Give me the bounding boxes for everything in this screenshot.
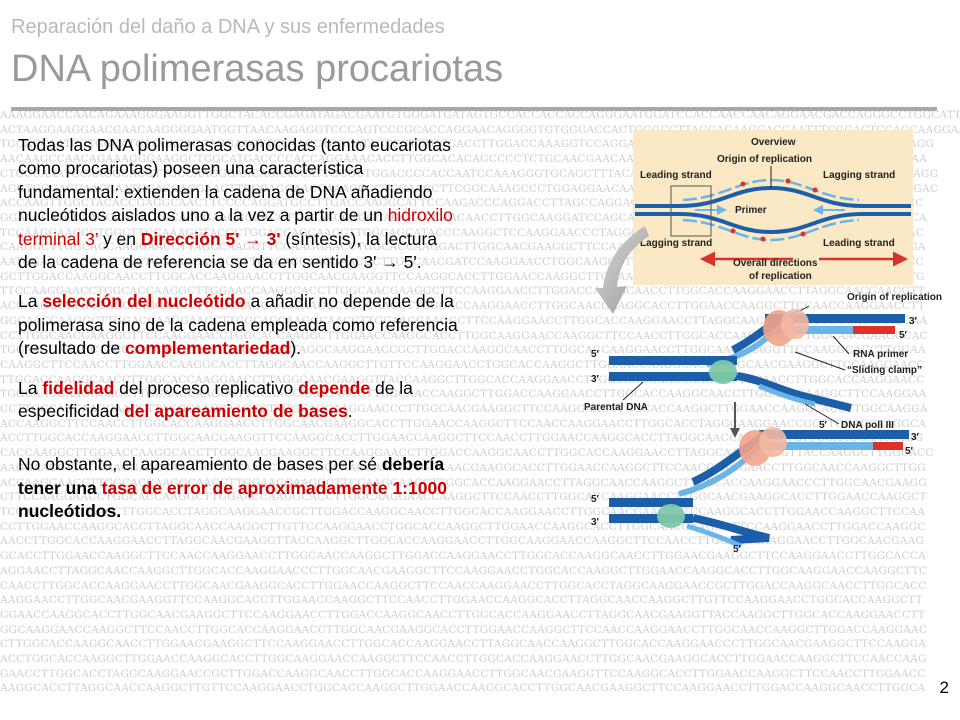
fork2-top-parental-strand xyxy=(759,430,909,439)
fork2-arm-lower-new xyxy=(686,523,743,549)
fork-top-parental-strand xyxy=(765,314,905,323)
primer-dot xyxy=(800,231,806,237)
title-divider xyxy=(11,107,937,111)
prime-5-label-2: 5′ xyxy=(905,446,914,457)
bubble-bottom-strand xyxy=(635,212,911,235)
highlight-complementarity: complementariedad xyxy=(125,338,291,359)
highlight-should: debería xyxy=(381,454,445,475)
parental-dna-top-2 xyxy=(609,498,693,507)
rna-primer-segment xyxy=(853,326,895,334)
paragraph-3: La fidelidad del proceso replicativo dep… xyxy=(18,377,413,422)
prime-3-label-2: 3′ xyxy=(911,432,920,443)
dna-polymerase-shape-2 xyxy=(759,427,787,457)
directions-label-line2: of replication xyxy=(749,271,812,282)
rna-primer-label: RNA primer xyxy=(853,349,908,360)
rna-primer-segment-2 xyxy=(873,442,903,450)
primer-label: Primer xyxy=(735,205,767,216)
zoom-box xyxy=(670,185,712,237)
paragraph-4: No obstante, el apareamiento de bases pe… xyxy=(18,454,447,522)
page-number: 2 xyxy=(939,678,949,697)
prime-5-label: 5′ xyxy=(899,330,908,341)
origin-label-top: Origin of replication xyxy=(717,154,812,165)
paragraph-2: La selección del nucleótido a añadir no … xyxy=(18,291,458,359)
highlight-nucleotide-selection: selección del nucleótido xyxy=(42,291,246,312)
highlight-hydroxyl: hidroxilo xyxy=(387,205,453,226)
highlight-base-pairing: del apareamiento de bases xyxy=(124,401,348,422)
zoom-arrow-icon xyxy=(595,226,649,314)
paragraph-1: Todas las DNA polimerasas conocidas (tan… xyxy=(18,135,453,273)
fork-arm-lower-new xyxy=(758,383,816,407)
highlight-error-rate: tasa de error de aproximadamente 1:1000 xyxy=(101,477,447,498)
fork-arm-lower xyxy=(736,372,852,412)
replication-diagram: Overview Origin of replication Leading s… xyxy=(584,130,942,555)
sliding-clamp-pointer xyxy=(794,351,846,371)
primer-dot xyxy=(740,181,746,187)
prime-5-mid-label: 5′ xyxy=(819,420,828,431)
directions-label-line1: Overall directions xyxy=(733,258,818,269)
sliding-clamp-label: “Sliding clamp” xyxy=(847,365,922,376)
lagging-strand-label-right: Lagging strand xyxy=(823,170,895,181)
prime-5-left-label-2: 5′ xyxy=(591,494,600,505)
primer-label-bg xyxy=(733,202,769,216)
sliding-clamp-shape-2 xyxy=(657,504,685,528)
prime-5-end-label: 5′ xyxy=(733,544,742,555)
replication-figure: Overview Origin of replication Leading s… xyxy=(583,128,960,570)
body-text: Todas las DNA polimerasas conocidas (tan… xyxy=(18,134,584,540)
dna-pol-label: DNA poll III xyxy=(841,420,894,431)
slide-title: DNA polimerasas procariotas xyxy=(11,48,504,90)
fork2-top-new-strand xyxy=(759,442,873,450)
sliding-clamp-shape xyxy=(709,360,737,384)
primer-dot xyxy=(785,178,791,184)
lagging-strand-label-left: Lagging strand xyxy=(640,238,712,249)
leading-strand-label-left: Leading strand xyxy=(640,170,712,181)
primer-dot xyxy=(812,187,818,193)
slide-subtitle: Reparación del daño a DNA y sus enfermed… xyxy=(11,16,445,38)
highlight-fidelity: fidelidad xyxy=(42,377,115,398)
parental-dna-label: Parental DNA xyxy=(584,402,648,413)
dna-polymerase-shape xyxy=(781,309,809,339)
prime-3-left-label-2: 3′ xyxy=(591,517,600,528)
overview-label: Overview xyxy=(751,137,796,148)
prime-5-left-label: 5′ xyxy=(591,349,600,360)
rna-primer-pointer xyxy=(832,335,850,355)
parental-dna-bottom xyxy=(609,372,737,381)
primer-dot xyxy=(730,228,736,234)
highlight-depends: depende xyxy=(298,377,371,398)
parental-dna-top xyxy=(609,356,737,365)
parental-dna-pointer xyxy=(622,381,644,401)
highlight-terminal: terminal 3’ xyxy=(18,228,99,249)
primer-dot xyxy=(760,236,766,242)
parental-dna-bottom-2 xyxy=(609,514,693,523)
dna-pol-pointer xyxy=(804,403,840,425)
fork-top-new-strand xyxy=(765,326,853,334)
prime-3-left-label: 3′ xyxy=(591,374,600,385)
highlight-direction: Dirección 5' → 3' xyxy=(140,228,281,249)
bubble-new-bottom xyxy=(682,218,860,242)
leading-strand-label-right: Leading strand xyxy=(823,238,895,249)
origin-label-fork: Origin of replication xyxy=(847,292,942,303)
prime-3-label: 3′ xyxy=(909,316,918,327)
fork2-arm-lower xyxy=(692,514,770,544)
